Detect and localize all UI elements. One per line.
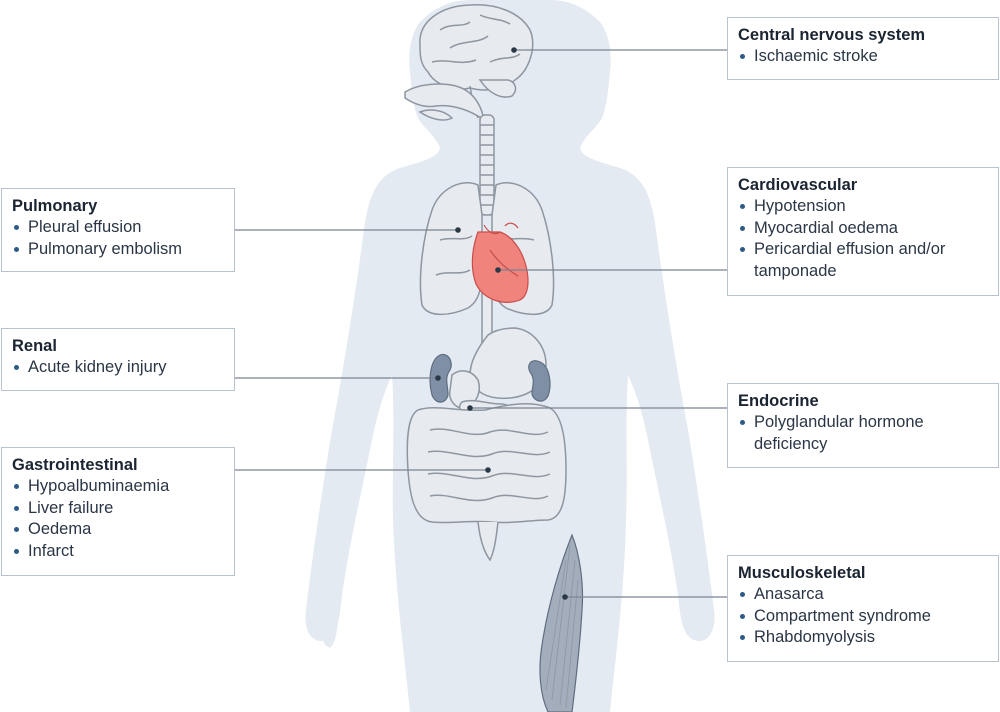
trachea-icon — [479, 114, 495, 216]
musculoskeletal-box: Musculoskeletal Anasarca Compartment syn… — [727, 555, 999, 662]
list-item: Acute kidney injury — [12, 357, 224, 379]
gastrointestinal-title: Gastrointestinal — [12, 456, 138, 474]
cns-list: Ischaemic stroke — [738, 46, 988, 68]
gastrointestinal-list: Hypoalbuminaemia Liver failure Oedema In… — [12, 476, 224, 562]
brain-icon — [419, 3, 534, 119]
list-item: Ischaemic stroke — [738, 46, 988, 68]
musculoskeletal-list: Anasarca Compartment syndrome Rhabdomyol… — [738, 584, 988, 649]
cardiovascular-list: Hypotension Myocardial oedema Pericardia… — [738, 196, 988, 282]
list-item: Hypoalbuminaemia — [12, 476, 224, 498]
renal-box: Renal Acute kidney injury — [1, 328, 235, 391]
pulmonary-box: Pulmonary Pleural effusion Pulmonary emb… — [1, 188, 235, 272]
renal-list: Acute kidney injury — [12, 357, 224, 379]
cardiovascular-title: Cardiovascular — [738, 176, 858, 194]
intestines-icon — [406, 403, 567, 562]
cardiovascular-box: Cardiovascular Hypotension Myocardial oe… — [727, 167, 999, 296]
list-item: Polyglandular hormone deficiency — [738, 412, 988, 455]
pulmonary-title: Pulmonary — [12, 197, 98, 215]
leader-dots — [435, 47, 568, 600]
list-item: Pericardial effusion and/or tamponade — [738, 239, 988, 282]
endocrine-title: Endocrine — [738, 392, 819, 410]
list-item: Anasarca — [738, 584, 988, 606]
endocrine-list: Polyglandular hormone deficiency — [738, 412, 988, 455]
renal-title: Renal — [12, 337, 57, 355]
cns-box: Central nervous system Ischaemic stroke — [727, 17, 999, 80]
list-item: Liver failure — [12, 498, 224, 520]
muscle-icon — [539, 533, 584, 712]
list-item: Hypotension — [738, 196, 988, 218]
cns-title: Central nervous system — [738, 26, 926, 44]
leader-lines — [235, 49, 728, 598]
pulmonary-list: Pleural effusion Pulmonary embolism — [12, 217, 224, 260]
list-item: Myocardial oedema — [738, 218, 988, 240]
list-item: Pulmonary embolism — [12, 239, 224, 261]
gastrointestinal-box: Gastrointestinal Hypoalbuminaemia Liver … — [1, 447, 235, 576]
list-item: Oedema — [12, 519, 224, 541]
endocrine-box: Endocrine Polyglandular hormone deficien… — [727, 383, 999, 468]
list-item: Compartment syndrome — [738, 606, 988, 628]
list-item: Pleural effusion — [12, 217, 224, 239]
list-item: Rhabdomyolysis — [738, 627, 988, 649]
list-item: Infarct — [12, 541, 224, 563]
musculoskeletal-title: Musculoskeletal — [738, 564, 866, 582]
heart-icon — [471, 222, 529, 303]
